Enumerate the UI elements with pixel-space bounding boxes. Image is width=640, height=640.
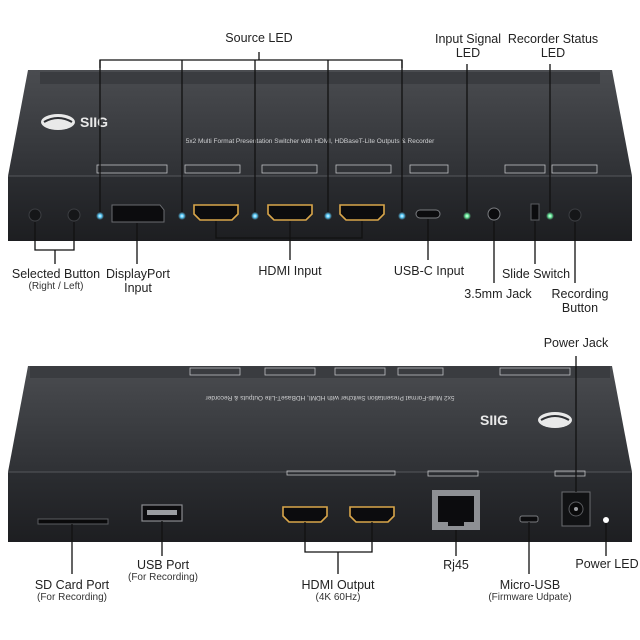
- label-recording-button-line2: Button: [561, 301, 599, 316]
- label-source-led-text: Source LED: [225, 31, 293, 45]
- label-source-led: Source LED: [200, 31, 318, 45]
- label-power-jack-text: Power Jack: [543, 336, 609, 350]
- label-input-signal-led: Input Signal LED: [425, 32, 511, 61]
- label-usb-port: USB Port (For Recording): [115, 558, 211, 584]
- label-hdmi-output-sub: (4K 60Hz): [315, 592, 361, 604]
- label-slide-switch-text: Slide Switch: [501, 267, 571, 281]
- siig-logo-front: SIIG: [41, 114, 108, 130]
- label-rj45: Rj45: [430, 558, 482, 572]
- label-usbc-input: USB-C Input: [388, 264, 470, 278]
- label-selected-button-sub: (Right / Left): [28, 281, 84, 293]
- label-usb-port-sub: (For Recording): [127, 572, 199, 584]
- label-recording-button: Recording Button: [540, 287, 620, 316]
- label-displayport-input-line1: DisplayPort: [106, 267, 170, 281]
- label-sd-card-port: SD Card Port (For Recording): [22, 578, 122, 604]
- label-recorder-status-led: Recorder Status LED: [503, 32, 603, 61]
- label-recording-button-line1: Recording: [551, 287, 609, 301]
- svg-text:SIIG: SIIG: [80, 114, 108, 130]
- label-micro-usb: Micro-USB (Firmware Udpate): [478, 578, 582, 604]
- label-rj45-text: Rj45: [443, 558, 469, 572]
- label-hdmi-input: HDMI Input: [240, 264, 340, 278]
- label-input-signal-led-line1: Input Signal: [434, 32, 502, 46]
- label-slide-switch: Slide Switch: [496, 267, 576, 281]
- label-hdmi-input-text: HDMI Input: [258, 264, 322, 278]
- label-hdmi-output-text: HDMI Output: [301, 578, 375, 592]
- label-power-led-text: Power LED: [575, 557, 639, 571]
- label-recorder-status-led-line1: Recorder Status: [507, 32, 599, 46]
- label-usb-port-text: USB Port: [136, 558, 190, 572]
- siig-logo-back: SIIG: [480, 412, 572, 428]
- label-35mm-jack-text: 3.5mm Jack: [464, 287, 532, 301]
- label-sd-card-port-sub: (For Recording): [36, 592, 108, 604]
- label-hdmi-output: HDMI Output (4K 60Hz): [290, 578, 386, 604]
- front-device: SIIG 5x2 Multi Format Presentation Switc…: [8, 70, 632, 241]
- label-micro-usb-text: Micro-USB: [499, 578, 561, 592]
- back-device: SIIG 5x2 Multi-Format Presentation Switc…: [8, 366, 632, 542]
- label-displayport-input: DisplayPort Input: [98, 267, 178, 296]
- label-35mm-jack: 3.5mm Jack: [458, 287, 538, 301]
- label-input-signal-led-line2: LED: [455, 46, 481, 61]
- label-usbc-input-text: USB-C Input: [393, 264, 465, 278]
- back-title: 5x2 Multi-Format Presentation Switcher w…: [205, 394, 455, 401]
- callout-lines: [34, 52, 607, 574]
- front-title: 5x2 Multi Format Presentation Switcher w…: [186, 138, 435, 145]
- label-selected-button-text: Selected Button: [11, 267, 101, 281]
- label-recorder-status-led-line2: LED: [540, 46, 566, 61]
- label-micro-usb-sub: (Firmware Udpate): [488, 592, 572, 604]
- svg-text:SIIG: SIIG: [480, 412, 508, 428]
- label-power-led: Power LED: [574, 557, 640, 571]
- label-power-jack: Power Jack: [536, 336, 616, 350]
- label-selected-button: Selected Button (Right / Left): [3, 267, 109, 293]
- label-sd-card-port-text: SD Card Port: [34, 578, 110, 592]
- label-displayport-input-line2: Input: [124, 281, 152, 296]
